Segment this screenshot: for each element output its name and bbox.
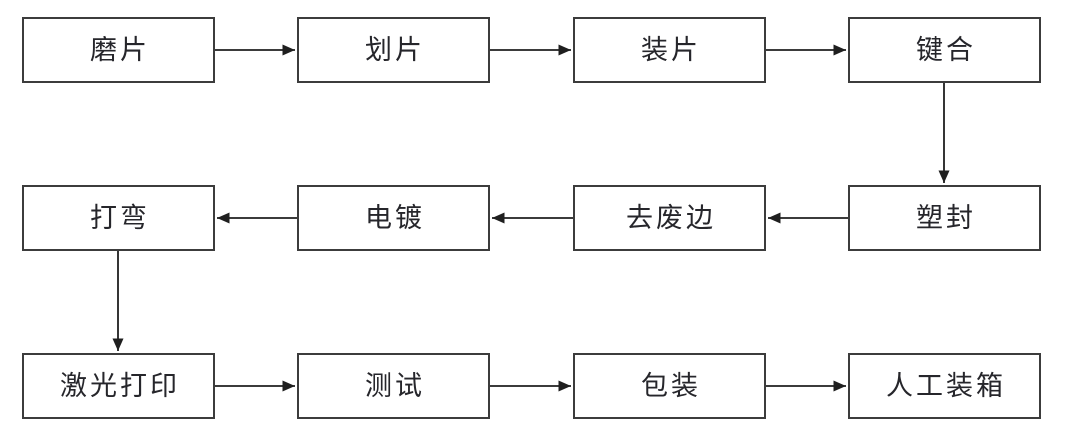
node-die-attach: 装片 <box>573 17 766 83</box>
node-bonding: 键合 <box>848 17 1041 83</box>
node-manual-boxing: 人工装箱 <box>848 353 1041 419</box>
node-testing: 测试 <box>297 353 490 419</box>
node-plating-label: 电镀 <box>365 202 425 233</box>
node-deflashing-label: 去废边 <box>626 202 716 233</box>
node-laser-marking-label: 激光打印 <box>60 370 180 401</box>
node-grinding-label: 磨片 <box>90 34 150 65</box>
node-plating: 电镀 <box>297 185 490 251</box>
node-bending-label: 打弯 <box>90 202 150 233</box>
node-molding: 塑封 <box>848 185 1041 251</box>
node-die-attach-label: 装片 <box>641 34 701 65</box>
node-dicing-label: 划片 <box>365 34 425 65</box>
node-laser-marking: 激光打印 <box>22 353 215 419</box>
node-bonding-label: 键合 <box>916 34 976 65</box>
node-packaging-label: 包装 <box>641 370 701 401</box>
node-molding-label: 塑封 <box>916 202 976 233</box>
node-grinding: 磨片 <box>22 17 215 83</box>
node-packaging: 包装 <box>573 353 766 419</box>
node-bending: 打弯 <box>22 185 215 251</box>
node-deflashing: 去废边 <box>573 185 766 251</box>
node-dicing: 划片 <box>297 17 490 83</box>
node-testing-label: 测试 <box>365 370 425 401</box>
node-manual-boxing-label: 人工装箱 <box>886 370 1006 401</box>
